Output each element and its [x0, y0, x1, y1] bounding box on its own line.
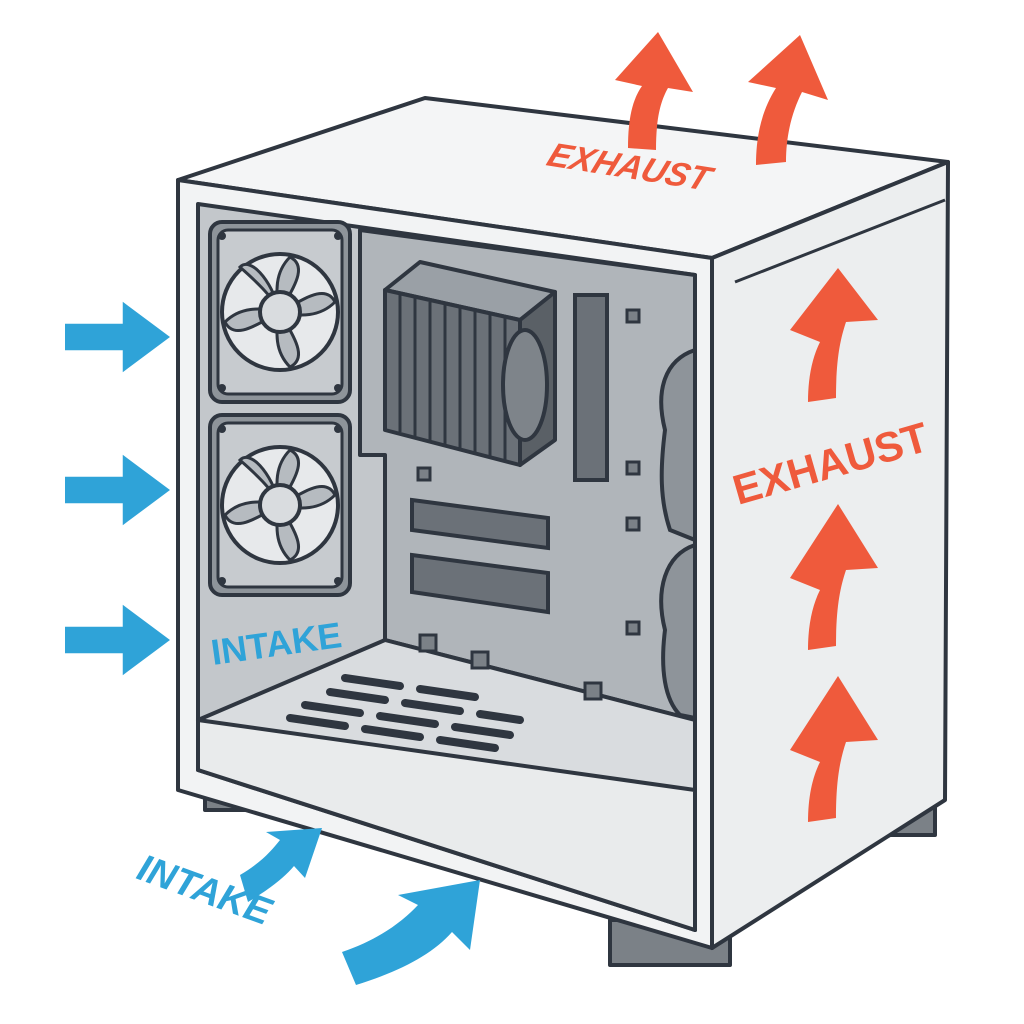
- arrow-icon: [790, 504, 878, 650]
- arrow-icon: [615, 32, 693, 150]
- arrow-icon: [748, 35, 828, 165]
- arrow-icon: [790, 676, 878, 822]
- intake-arrows-bottom: [240, 828, 480, 985]
- arrow-icon: [790, 268, 878, 402]
- pcie-slot: [410, 497, 550, 551]
- psu-shroud-front: [196, 718, 697, 932]
- exhaust-arrows-top: [615, 32, 828, 165]
- shroud-vents: [286, 674, 524, 752]
- arrow-icon: [65, 604, 170, 676]
- ram-module: [573, 293, 609, 482]
- cpu-cooler-icon: [383, 260, 557, 467]
- rear-fan: [659, 347, 697, 721]
- arrow-icon: [65, 301, 170, 373]
- intake-arrows-left: [65, 301, 170, 676]
- arrow-icon: [240, 828, 322, 902]
- exhaust-arrows-side: [790, 268, 878, 822]
- pcie-slot: [410, 552, 550, 615]
- standoffs: [416, 308, 641, 701]
- fan-icon: [208, 220, 352, 404]
- fan-icon: [208, 413, 352, 597]
- arrow-icon: [342, 880, 480, 985]
- intake-label-bottom: INTAKE: [132, 847, 278, 934]
- arrow-icon: [65, 454, 170, 526]
